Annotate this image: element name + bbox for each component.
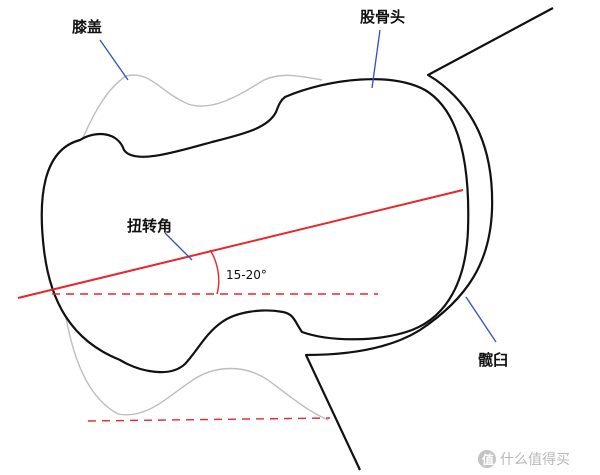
- zhide-logo-glyph: 值: [482, 452, 494, 467]
- torsion-angle-label: 扭转角: [127, 217, 172, 235]
- angle-value-label: 15-20°: [226, 268, 267, 282]
- watermark: 值 什么值得买: [478, 450, 570, 468]
- knee-reference-line: [87, 417, 331, 422]
- acetabulum-leader-line: [465, 296, 497, 343]
- zhide-logo-icon: [478, 450, 496, 468]
- femoral-neck-axis: [17, 189, 464, 299]
- patella-label: 膝盖: [72, 18, 102, 36]
- femoral-head-leader-line: [371, 29, 381, 89]
- acetabulum-outline: [304, 7, 554, 471]
- acetabulum-label: 髋臼: [478, 351, 508, 369]
- femur-outline: [40, 78, 470, 374]
- torsion-angle-arc: [209, 249, 220, 295]
- knee-ghost-outline-lower: [65, 317, 329, 421]
- patella-leader-line: [99, 39, 129, 81]
- femoral-head-label: 股骨头: [360, 8, 405, 26]
- knee-ghost-outline: [81, 74, 323, 141]
- torsion-angle-leader-line: [164, 232, 193, 261]
- watermark-text: 什么值得买: [500, 451, 570, 468]
